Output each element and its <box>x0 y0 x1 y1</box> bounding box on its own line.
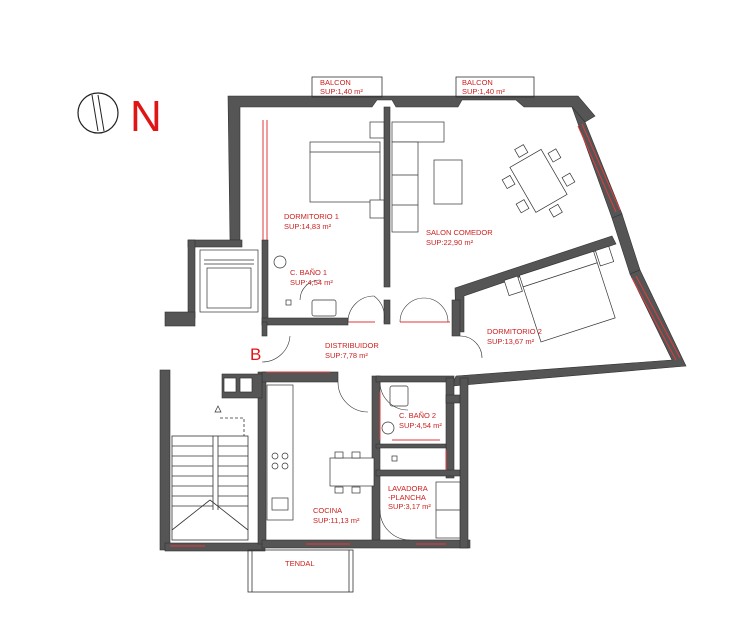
cocina-name: COCINA <box>313 506 342 515</box>
bano-1-area: SUP:4,54 m² <box>290 278 333 287</box>
doors <box>261 279 483 541</box>
balcony-left-area: SUP:1,40 m² <box>320 87 363 96</box>
exterior-walls <box>159 95 687 552</box>
bath-1-fixtures <box>273 255 337 317</box>
dining-table-icon <box>501 144 576 218</box>
balcony-right-name: BALCON <box>462 78 493 87</box>
dormitorio-1-area: SUP:14,83 m² <box>284 222 332 231</box>
bano-1-name: C. BAÑO 1 <box>290 268 327 277</box>
distribuidor-area: SUP:7,78 m² <box>325 351 368 360</box>
compass-needle-icon <box>77 92 119 134</box>
bano-2-name: C. BAÑO 2 <box>399 411 436 420</box>
windows <box>170 120 681 547</box>
bath-2-fixtures <box>381 385 409 462</box>
bed-2-icon <box>503 245 616 343</box>
distribuidor-name: DISTRIBUIDOR <box>325 341 379 350</box>
tendal-name: TENDAL <box>285 559 315 568</box>
tendal: TENDAL <box>247 549 354 593</box>
balcony-right-area: SUP:1,40 m² <box>462 87 505 96</box>
salon-area: SUP:22,90 m² <box>426 238 474 247</box>
sofa-icon <box>391 121 463 233</box>
balcony-left: BALCON SUP:1,40 m² <box>311 76 383 98</box>
balcony-left-name: BALCON <box>320 78 351 87</box>
laundry-counter <box>435 481 461 539</box>
north-label: N <box>130 92 162 141</box>
elevator-icon <box>199 249 259 393</box>
bed-icon <box>309 121 385 219</box>
lavadora-area: SUP:3,17 m² <box>388 502 431 511</box>
bano-2-area: SUP:4,54 m² <box>399 421 442 430</box>
lavadora-name-1: LAVADORA <box>388 484 428 493</box>
staircase-icon <box>171 405 249 541</box>
dormitorio-2-name: DORMITORIO 2 <box>487 327 542 336</box>
salon-name: SALON COMEDOR <box>426 228 493 237</box>
balcony-right: BALCON SUP:1,40 m² <box>455 76 535 98</box>
entrance-label: B <box>250 345 261 364</box>
lavadora-name-2: -PLANCHA <box>388 493 426 502</box>
cocina-area: SUP:11,13 m² <box>313 516 360 525</box>
dormitorio-1-name: DORMITORIO 1 <box>284 212 339 221</box>
dormitorio-2-area: SUP:13,67 m² <box>487 337 535 346</box>
kitchen-fixtures <box>266 384 375 521</box>
